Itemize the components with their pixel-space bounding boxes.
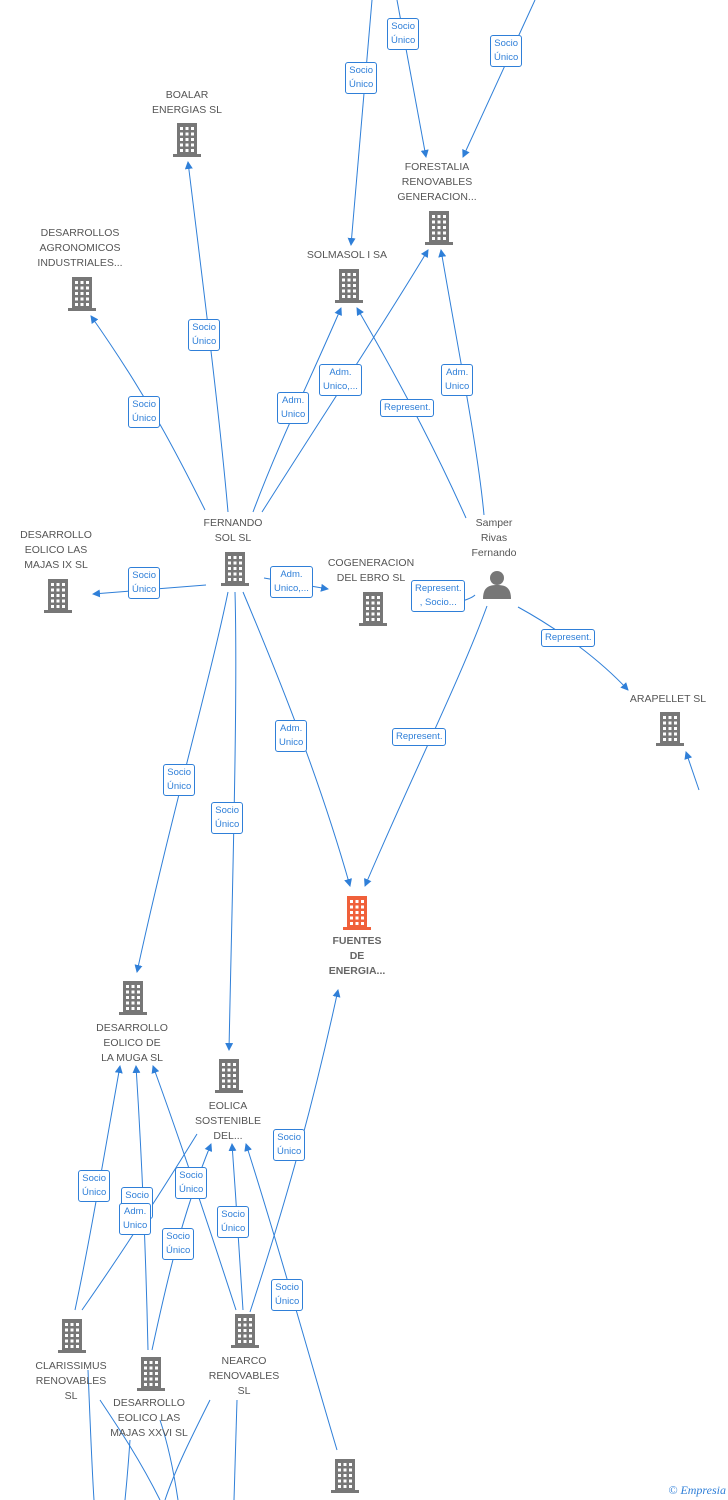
edge-relation-label[interactable]: Socio Único xyxy=(273,1129,306,1161)
edge-relation-label[interactable]: Socio Único xyxy=(387,18,420,50)
edge-relation-label[interactable]: Adm. Unico xyxy=(275,720,308,752)
edge-relation-label[interactable]: Socio Único xyxy=(78,1170,111,1202)
copyright-symbol: © xyxy=(668,1483,678,1497)
company-building-icon[interactable] xyxy=(215,1059,243,1093)
focus-company-icon[interactable] xyxy=(343,896,371,930)
edge-relation-label[interactable]: Socio Único xyxy=(163,764,196,796)
node-label-boalar[interactable]: BOALAR ENERGIAS SL xyxy=(151,89,223,116)
company-building-icon[interactable] xyxy=(44,579,72,613)
edge-relation-label[interactable]: Represent. , Socio... xyxy=(411,580,466,612)
edge-relation-label[interactable]: Socio Único xyxy=(128,396,161,428)
company-building-icon[interactable] xyxy=(231,1314,259,1348)
node-label-majas-ix[interactable]: DESARROLLO EOLICO LAS MAJAS IX SL xyxy=(20,529,92,571)
empresia-logo: © Empresia xyxy=(668,1483,726,1498)
relation-edge-2 xyxy=(462,0,536,158)
relation-edge-3 xyxy=(184,161,229,513)
edge-relation-label[interactable]: Socio Único xyxy=(345,62,378,94)
relation-edge-8 xyxy=(438,249,485,516)
company-building-icon[interactable] xyxy=(68,277,96,311)
node-label-samper[interactable]: Samper Rivas Fernando xyxy=(471,517,517,559)
node-label-nearco[interactable]: NEARCO RENOVABLES SL xyxy=(208,1355,280,1397)
company-building-icon[interactable] xyxy=(173,123,201,157)
company-building-icon[interactable] xyxy=(335,269,363,303)
node-label-eolica-sost[interactable]: EOLICA SOSTENIBLE DEL... xyxy=(195,1100,261,1142)
edge-relation-label[interactable]: Socio Único xyxy=(188,319,221,351)
edge-relation-label[interactable]: Socio Único xyxy=(128,567,161,599)
node-label-solmasol[interactable]: SOLMASOL I SA xyxy=(306,249,388,261)
relation-edge-13 xyxy=(134,591,229,973)
edge-relation-label[interactable]: Represent. xyxy=(380,399,435,417)
brand-name: Empresia xyxy=(680,1483,726,1497)
node-label-cogeneracion[interactable]: COGENERACION DEL EBRO SL xyxy=(327,557,415,584)
edge-relation-label[interactable]: Adm. Unico,... xyxy=(270,566,313,598)
node-label-agronomicos[interactable]: DESARROLLOS AGRONOMICOS INDUSTRIALES... xyxy=(37,227,123,269)
relation-edge-offscreen-4 xyxy=(233,1399,238,1500)
relation-edge-offscreen-3 xyxy=(164,1399,211,1500)
edge-relation-label[interactable]: Represent. xyxy=(541,629,596,647)
edge-relation-label[interactable]: Socio Único xyxy=(217,1206,250,1238)
node-label-arapellet[interactable]: ARAPELLET SL xyxy=(629,693,707,705)
edge-relation-label[interactable]: Adm. Unico xyxy=(277,392,310,424)
edge-relation-label[interactable]: Socio Único xyxy=(211,802,244,834)
company-building-icon[interactable] xyxy=(359,592,387,626)
edge-relation-label[interactable]: Socio Único xyxy=(175,1167,208,1199)
relation-edge-offscreen-6 xyxy=(684,751,700,791)
relation-edge-offscreen-2 xyxy=(159,1419,179,1500)
relation-edge-12 xyxy=(517,606,629,691)
relation-edge-offscreen-5 xyxy=(124,1439,131,1500)
company-building-icon[interactable] xyxy=(656,712,684,746)
node-label-muga[interactable]: DESARROLLO EOLICO DE LA MUGA SL xyxy=(96,1022,168,1064)
relation-edge-24 xyxy=(81,1133,198,1311)
edge-relation-label[interactable]: Adm. Unico xyxy=(119,1203,152,1235)
company-building-icon[interactable] xyxy=(58,1319,86,1353)
company-building-icon[interactable] xyxy=(331,1459,359,1493)
company-building-icon[interactable] xyxy=(221,552,249,586)
relation-edge-offscreen-0 xyxy=(87,1369,95,1500)
node-label-fuentes[interactable]: FUENTES DE ENERGIA... xyxy=(328,935,386,977)
relation-edge-4 xyxy=(90,315,206,511)
relation-edge-17 xyxy=(249,989,341,1313)
edge-relation-label[interactable]: Socio Único xyxy=(162,1228,195,1260)
person-icon[interactable] xyxy=(483,571,511,599)
edge-relation-label[interactable]: Socio Único xyxy=(490,35,523,67)
node-label-clarissimus[interactable]: CLARISSIMUS RENOVABLES SL xyxy=(35,1360,107,1402)
edge-relation-label[interactable]: Represent. xyxy=(392,728,447,746)
relation-edge-16 xyxy=(364,605,488,887)
node-label-fernando-sol[interactable]: FERNANDO SOL SL xyxy=(203,517,263,544)
company-building-icon[interactable] xyxy=(425,211,453,245)
edge-relation-label[interactable]: Adm. Unico,... xyxy=(319,364,362,396)
company-building-icon[interactable] xyxy=(119,981,147,1015)
relation-edge-0 xyxy=(347,0,373,246)
company-building-icon[interactable] xyxy=(137,1357,165,1391)
edge-relation-label[interactable]: Socio Único xyxy=(271,1279,304,1311)
edge-relation-label[interactable]: Adm. Unico xyxy=(441,364,474,396)
node-label-forestalia[interactable]: FORESTALIA RENOVABLES GENERACION... xyxy=(397,161,477,203)
relation-edge-7 xyxy=(356,307,467,519)
node-label-majas-xxvi[interactable]: DESARROLLO EOLICO LAS MAJAS XXVI SL xyxy=(110,1397,188,1439)
